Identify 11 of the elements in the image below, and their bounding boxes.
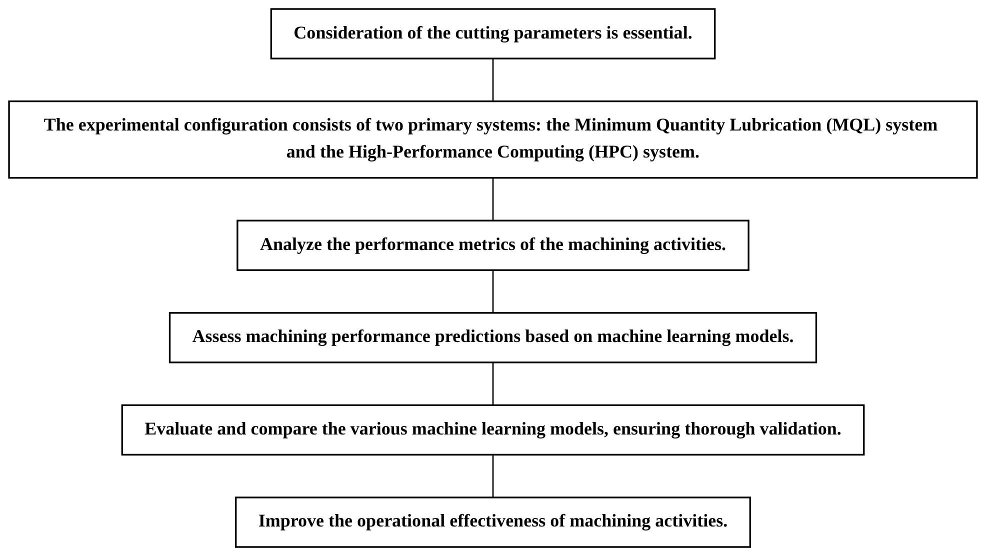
node-box: Consideration of the cutting parameters is essential. — [270, 8, 716, 60]
connector — [492, 58, 494, 102]
connector — [492, 270, 494, 313]
node-box: Improve the operational effectiveness of machining activities. — [235, 496, 751, 548]
node-box: The experimental configuration consists of two primary systems: the Minimum Quantity Lubrication (MQL) system and the High-Performance Computing (HPC) system. — [8, 100, 978, 179]
node-box: Evaluate and compare the various machine learning models, ensuring thorough validation. — [121, 404, 865, 456]
connector — [492, 362, 494, 406]
connector — [492, 178, 494, 221]
node-box: Analyze the performance metrics of the machining activities. — [236, 220, 750, 271]
node-box: Assess machining performance predictions based on machine learning models. — [168, 312, 818, 364]
connector — [492, 454, 494, 498]
